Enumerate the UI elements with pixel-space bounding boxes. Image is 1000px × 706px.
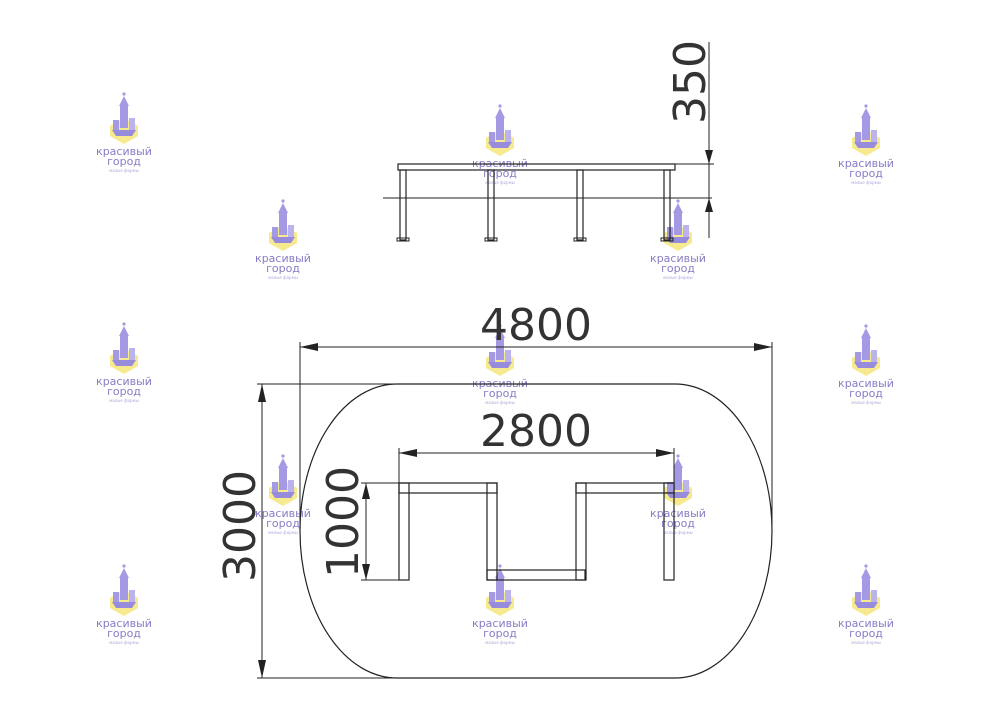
dimension-label-bench-length: 2800 xyxy=(480,406,592,457)
watermark-text-2: город xyxy=(107,627,141,640)
bench-leg xyxy=(576,169,584,241)
watermark-tagline: малые формы xyxy=(851,640,881,645)
arrow xyxy=(705,150,713,164)
play-area-outline xyxy=(299,383,773,679)
watermark-text-2: город xyxy=(107,385,141,398)
watermark-tagline: малые формы xyxy=(109,398,139,403)
watermark-tagline: малые формы xyxy=(663,275,693,280)
watermark-tagline: малые формы xyxy=(485,180,515,185)
watermark-text-1: красивый xyxy=(96,375,152,388)
watermark-text-1: красивый xyxy=(838,377,894,390)
bench-plank xyxy=(663,482,675,581)
arrow xyxy=(362,564,370,580)
watermark-logo: красивый город малые формы xyxy=(472,564,528,645)
watermark-logo: красивый город малые формы xyxy=(96,322,152,403)
watermark-logo: красивый город малые формы xyxy=(650,454,706,535)
watermark-tagline: малые формы xyxy=(109,168,139,173)
watermark-logo: красивый город малые формы xyxy=(838,324,894,405)
watermark-text-2: город xyxy=(107,155,141,168)
side-elevation: 350 xyxy=(383,40,716,242)
dimension-label-length: 4800 xyxy=(480,300,592,351)
watermark-text-2: город xyxy=(266,517,300,530)
watermark-text-2: город xyxy=(661,262,695,275)
watermark-tagline: малые формы xyxy=(268,530,298,535)
watermark-text-1: красивый xyxy=(96,617,152,630)
watermark-logo: красивый город малые формы xyxy=(255,454,311,535)
leg-foot xyxy=(573,237,587,242)
watermark-logo: красивый город малые формы xyxy=(472,104,528,185)
watermark-text-1: красивый xyxy=(472,617,528,630)
bench-plank xyxy=(575,482,587,581)
watermark-text-1: красивый xyxy=(838,157,894,170)
watermark-text-2: город xyxy=(483,627,517,640)
watermark-text-1: красивый xyxy=(255,507,311,520)
dimension-label-bench-depth: 1000 xyxy=(318,466,369,578)
watermark-tagline: малые формы xyxy=(268,275,298,280)
arrow xyxy=(399,449,417,457)
watermark-logo: красивый город малые формы xyxy=(255,199,311,280)
watermark-text-2: город xyxy=(266,262,300,275)
arrow xyxy=(258,660,266,678)
watermark-text-2: город xyxy=(849,167,883,180)
arrow xyxy=(258,384,266,402)
bench-plan xyxy=(398,482,675,581)
dimension-label-width: 3000 xyxy=(215,470,266,582)
arrow xyxy=(362,483,370,499)
arrow xyxy=(300,343,318,351)
watermark-tagline: малые формы xyxy=(485,400,515,405)
watermark-tagline: малые формы xyxy=(663,530,693,535)
watermark-text-1: красивый xyxy=(255,252,311,265)
bench-plank xyxy=(398,482,498,494)
arrow xyxy=(656,449,674,457)
watermark-logo: красивый город малые формы xyxy=(650,199,706,280)
dimension-label-height: 350 xyxy=(665,40,716,124)
bench-plank xyxy=(398,482,410,581)
plan-view: 4800 3000 2800 xyxy=(215,300,773,679)
watermark-tagline: малые формы xyxy=(485,640,515,645)
leg-foot xyxy=(396,237,410,242)
watermark-tagline: малые формы xyxy=(109,640,139,645)
bench-leg xyxy=(663,169,671,241)
watermark-text-2: город xyxy=(661,517,695,530)
bench-plank xyxy=(575,482,675,494)
watermark-logo: красивый город малые формы xyxy=(96,92,152,173)
bench-plank xyxy=(486,482,498,581)
watermark-logo: красивый город малые формы xyxy=(838,104,894,185)
arrow xyxy=(754,343,772,351)
watermark-text-1: красивый xyxy=(650,252,706,265)
watermark-text-2: город xyxy=(483,387,517,400)
arrow xyxy=(705,198,713,212)
watermark-text-1: красивый xyxy=(96,145,152,158)
bench-leg xyxy=(487,169,495,241)
watermark-text-2: город xyxy=(849,627,883,640)
bench-leg xyxy=(399,169,407,241)
leg-foot xyxy=(660,237,674,242)
watermark-tagline: малые формы xyxy=(851,400,881,405)
watermark-text-2: город xyxy=(849,387,883,400)
watermark-logo: красивый город малые формы xyxy=(838,564,894,645)
watermark-text-1: красивый xyxy=(838,617,894,630)
watermark-tagline: малые формы xyxy=(851,180,881,185)
watermark-logo: красивый город малые формы xyxy=(96,564,152,645)
leg-foot xyxy=(484,237,498,242)
bench-top-plank xyxy=(397,163,676,171)
